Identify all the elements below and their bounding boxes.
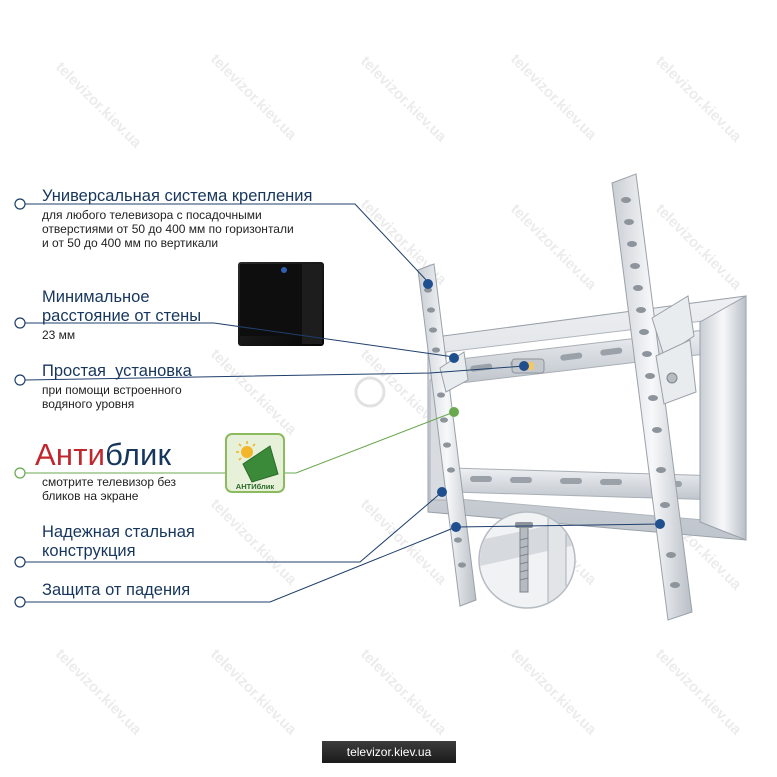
circle-bullet-icon (14, 556, 26, 568)
feature-description-line: бликов на экране (42, 489, 139, 503)
callout-line (455, 523, 661, 528)
callout-line (24, 365, 525, 381)
feature-universal-mount: Универсальная система крепления для любо… (42, 187, 312, 250)
callout-lines (24, 203, 661, 603)
feature-description: 23 мм (42, 328, 201, 342)
feature-description-line: отверстиями от 50 до 400 мм по горизонта… (42, 222, 294, 236)
feature-title-line: Надежная стальная (42, 523, 195, 541)
circle-bullet-icon (14, 467, 26, 479)
feature-description-line: 23 мм (42, 328, 76, 342)
endpoint-dot (449, 407, 459, 417)
feature-fall-protection: Защита от падения (42, 581, 190, 600)
sun-icon (236, 441, 256, 461)
endpoint-dot (423, 279, 433, 289)
endpoint-dot (451, 522, 461, 532)
feature-title: Надежная стальная конструкция (42, 523, 195, 561)
feature-description-line: при помощи встроенного (42, 383, 182, 397)
feature-title: Универсальная система крепления (42, 187, 313, 205)
watermark-logo-icon (354, 376, 386, 408)
endpoint-dot (519, 361, 529, 371)
endpoint-dot (437, 487, 447, 497)
anti-fall-zoom (478, 511, 576, 609)
circle-bullet-icon (14, 596, 26, 608)
feature-description-line: для любого телевизора с посадочными (42, 208, 262, 222)
feature-description: при помощи встроенного водяного уровня (42, 383, 192, 411)
callout-line (25, 203, 429, 283)
feature-title-line: Минимальное (42, 288, 150, 306)
endpoint-dot (655, 519, 665, 529)
feature-antiglare: Антиблик смотрите телевизор без бликов н… (35, 438, 176, 504)
antiglare-badge-icon: АНТИблик (225, 433, 285, 493)
endpoint-dot (449, 353, 459, 363)
feature-description-line: смотрите телевизор без (42, 475, 176, 489)
feature-steel-construction: Надежная стальная конструкция (42, 523, 195, 561)
feature-wall-distance: Минимальное расстояние от стены 23 мм (42, 288, 201, 342)
callout-endpoints (423, 279, 665, 532)
feature-title-red: Анти (35, 437, 106, 472)
feature-title: Антиблик (35, 438, 176, 472)
footer-site-label: televizor.kiev.ua (322, 741, 456, 763)
circle-bullet-icon (14, 198, 26, 210)
feature-easy-install: Простая установка при помощи встроенного… (42, 362, 192, 411)
feature-description-line: водяного уровня (42, 397, 135, 411)
callout-line-green (25, 411, 455, 474)
right-vertical-arm (611, 173, 697, 621)
feature-title-line: конструкция (42, 542, 136, 560)
feature-title: Защита от падения (42, 581, 191, 599)
feature-description: смотрите телевизор без бликов на экране (42, 475, 176, 503)
circle-bullet-icon (14, 317, 26, 329)
callout-line (25, 526, 457, 603)
circle-bullet-icon (14, 374, 26, 386)
wall-plate (427, 295, 747, 541)
tv-corner-photo (238, 262, 324, 346)
feature-title-line: расстояние от стены (42, 307, 202, 325)
callout-line (25, 322, 455, 358)
bullets (14, 198, 26, 608)
antiglare-badge-label: АНТИблик (236, 482, 275, 491)
callout-line (25, 491, 443, 563)
feature-title: Простая установка (42, 362, 192, 380)
feature-description-line: и от 50 до 400 мм по вертикали (42, 236, 219, 250)
feature-description: для любого телевизора с посадочными отве… (42, 208, 312, 250)
feature-title: Минимальное расстояние от стены (42, 288, 201, 326)
feature-title-blue: блик (105, 437, 172, 472)
